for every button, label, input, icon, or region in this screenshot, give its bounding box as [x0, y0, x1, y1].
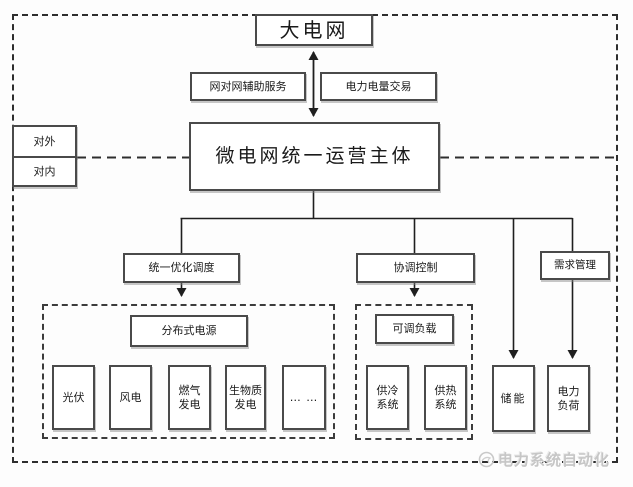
node-pv: 光伏 [52, 365, 95, 430]
group-distributed-sources [42, 304, 335, 439]
node-dispatch: 统一优化调度 [123, 253, 240, 283]
node-control: 协调控制 [356, 253, 475, 283]
brand-logo-icon [478, 451, 495, 467]
node-main-grid: 大电网 [255, 14, 373, 46]
node-operator: 微电网统一运营主体 [189, 122, 440, 191]
group-adjustable-loads [355, 304, 473, 440]
node-cooling-system: 供冷 系统 [366, 365, 409, 430]
node-power-load: 电力 负荷 [547, 365, 590, 432]
brand-text: 电力系统自动化 [498, 450, 611, 469]
node-gas: 燃气 发电 [168, 365, 211, 430]
node-wind: 风电 [109, 365, 152, 430]
node-distributed-title: 分布式电源 [130, 315, 248, 347]
watermark: 电力系统自动化 [478, 448, 610, 470]
label-internal: 对内 [12, 156, 77, 187]
node-adjustable-title: 可调负载 [375, 314, 454, 344]
node-biomass: 生物质 发电 [225, 365, 266, 430]
node-aux-service: 网对网辅助服务 [190, 72, 306, 101]
label-external: 对外 [12, 125, 77, 158]
node-heating-system: 供热 系统 [424, 365, 467, 430]
node-energy-trade: 电力电量交易 [320, 72, 437, 101]
node-more-sources: … … [282, 365, 326, 430]
node-storage: 储能 [492, 365, 535, 432]
node-demand: 需求管理 [540, 251, 610, 280]
